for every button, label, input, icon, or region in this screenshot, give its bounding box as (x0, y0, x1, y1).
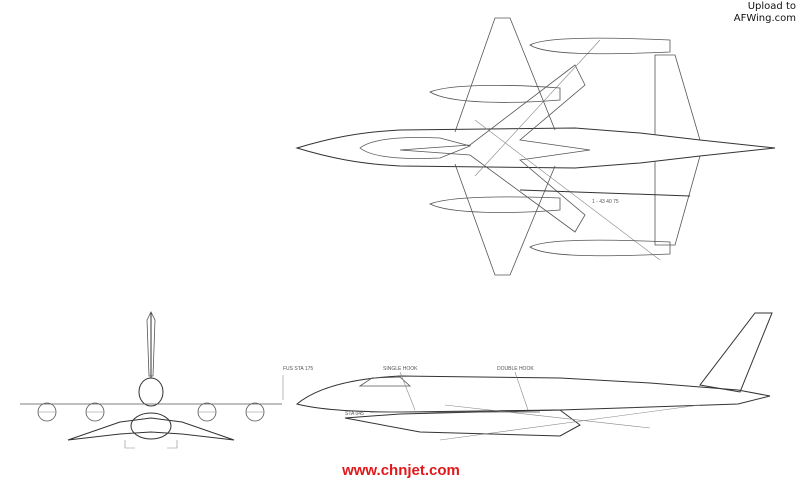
top-guide-line-2 (474, 39, 601, 177)
side-canopy (358, 376, 412, 387)
top-wing-lower (454, 163, 556, 276)
front-landing-gear (124, 440, 178, 449)
side-fuselage (295, 375, 771, 413)
top-tail-upper (654, 54, 701, 141)
front-parasite-body (130, 412, 172, 440)
top-planform-note: 1 - 43 40 75 (592, 199, 619, 205)
top-view: 1 - 43 40 75 (295, 17, 776, 276)
side-single-hook-leader (399, 371, 416, 411)
side-double-hook-leader (514, 371, 529, 411)
top-guide-line-1 (474, 119, 661, 261)
front-fuselage (138, 377, 164, 407)
side-vertical-tail (699, 312, 773, 393)
top-wing-upper (454, 17, 556, 133)
top-dimension-line (519, 189, 691, 197)
side-guide-line-1 (439, 404, 701, 441)
front-parasite-wing (67, 417, 235, 441)
watermark-bottom: www.chnjet.com (0, 462, 800, 480)
watermark-site: www.chnjet.com (342, 462, 460, 479)
top-parasite-aircraft (399, 64, 591, 233)
label-sta: STA 045 (345, 411, 364, 417)
side-guide-line-2 (444, 404, 651, 429)
top-fuselage (295, 127, 776, 169)
front-fin-outline (146, 311, 156, 377)
front-engines (37, 402, 265, 422)
top-engine-pods (429, 37, 671, 257)
side-parasite-aircraft (344, 409, 581, 437)
side-view: FUS STA 175 SINGLE HOOK DOUBLE HOOK STA … (282, 312, 773, 441)
label-double-hook: DOUBLE HOOK (497, 366, 534, 372)
watermark-line-2: AFWing.com (733, 13, 796, 24)
front-view (20, 311, 282, 449)
watermark-upload-to: Upload to AFWing.com (734, 1, 796, 25)
watermark-line-1: Upload to (747, 1, 796, 12)
label-fus-sta: FUS STA 175 (283, 366, 313, 372)
top-tail-lower (654, 155, 701, 246)
top-canopy (359, 137, 472, 159)
label-single-hook: SINGLE HOOK (383, 366, 418, 372)
